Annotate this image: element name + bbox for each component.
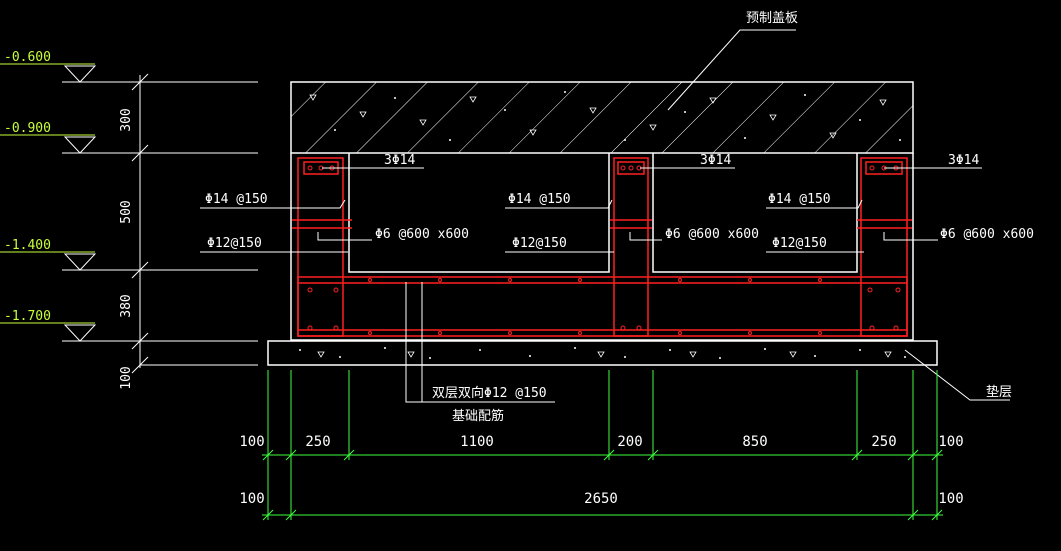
hdim-r1-1: 250	[305, 434, 330, 450]
elevation-label-3: -1.400	[4, 238, 51, 253]
vdim-500: 500	[119, 200, 134, 223]
hdim-r1-5: 250	[871, 434, 896, 450]
hdim-r2-0: 100	[239, 491, 264, 507]
trench-outline	[290, 153, 914, 341]
tie-left-label: Φ12@150	[207, 236, 262, 251]
tie-mid-label: Φ12@150	[512, 236, 567, 251]
mesh-right-label: Φ6 @600 x600	[940, 227, 1034, 242]
elevation-mark-2: -0.900	[0, 121, 258, 154]
vdim-100: 100	[119, 366, 134, 389]
annotations: 预制盖板 3Φ14 3Φ14 3Φ14 Φ14 @150 Φ14 @150 Φ1…	[205, 11, 1034, 424]
precast-slab	[290, 81, 914, 154]
elevation-label-4: -1.700	[4, 309, 51, 324]
rebar-top-mid-label: 3Φ14	[700, 153, 731, 168]
elevation-label-2: -0.900	[4, 121, 51, 136]
rebar-top-left-label: 3Φ14	[384, 153, 415, 168]
cushion-layer	[267, 340, 938, 366]
base-rebar-label-1: 双层双向Φ12 @150	[432, 385, 547, 401]
hdim-r1-6: 100	[938, 434, 963, 450]
hdim-r1-0: 100	[239, 434, 264, 450]
stirrup-left-label: Φ14 @150	[205, 192, 268, 207]
vdim-380: 380	[119, 294, 134, 317]
leader-lines	[200, 29, 1010, 403]
hdim-r1-4: 850	[742, 434, 767, 450]
elevation-markers: -0.600 -0.900 -1.400 -1.700	[0, 50, 258, 342]
vdim-300: 300	[119, 108, 134, 131]
hdim-r2-1: 2650	[584, 491, 618, 507]
stirrup-mid-label: Φ14 @150	[508, 192, 571, 207]
base-rebar-label-2: 基础配筋	[452, 408, 504, 424]
hdim-r2-2: 100	[938, 491, 963, 507]
rebar-top-right-label: 3Φ14	[948, 153, 979, 168]
tie-right-label: Φ12@150	[772, 236, 827, 251]
mesh-mid-label: Φ6 @600 x600	[665, 227, 759, 242]
elevation-mark-1: -0.600	[0, 50, 258, 83]
horizontal-dim-labels: 100 250 1100 200 850 250 100 100 2650 10…	[239, 434, 963, 507]
precast-slab-label: 预制盖板	[746, 11, 798, 26]
horizontal-dimensions	[262, 370, 943, 521]
cushion-label: 垫层	[986, 384, 1012, 400]
hdim-r1-2: 1100	[460, 434, 494, 450]
elevation-mark-3: -1.400	[0, 238, 258, 271]
stirrup-right-label: Φ14 @150	[768, 192, 831, 207]
elevation-mark-4: -1.700	[0, 309, 258, 342]
vertical-dimension: 300 500 380 100	[119, 73, 258, 390]
elevation-label-1: -0.600	[4, 50, 51, 65]
hdim-r1-3: 200	[617, 434, 642, 450]
mesh-left-label: Φ6 @600 x600	[375, 227, 469, 242]
